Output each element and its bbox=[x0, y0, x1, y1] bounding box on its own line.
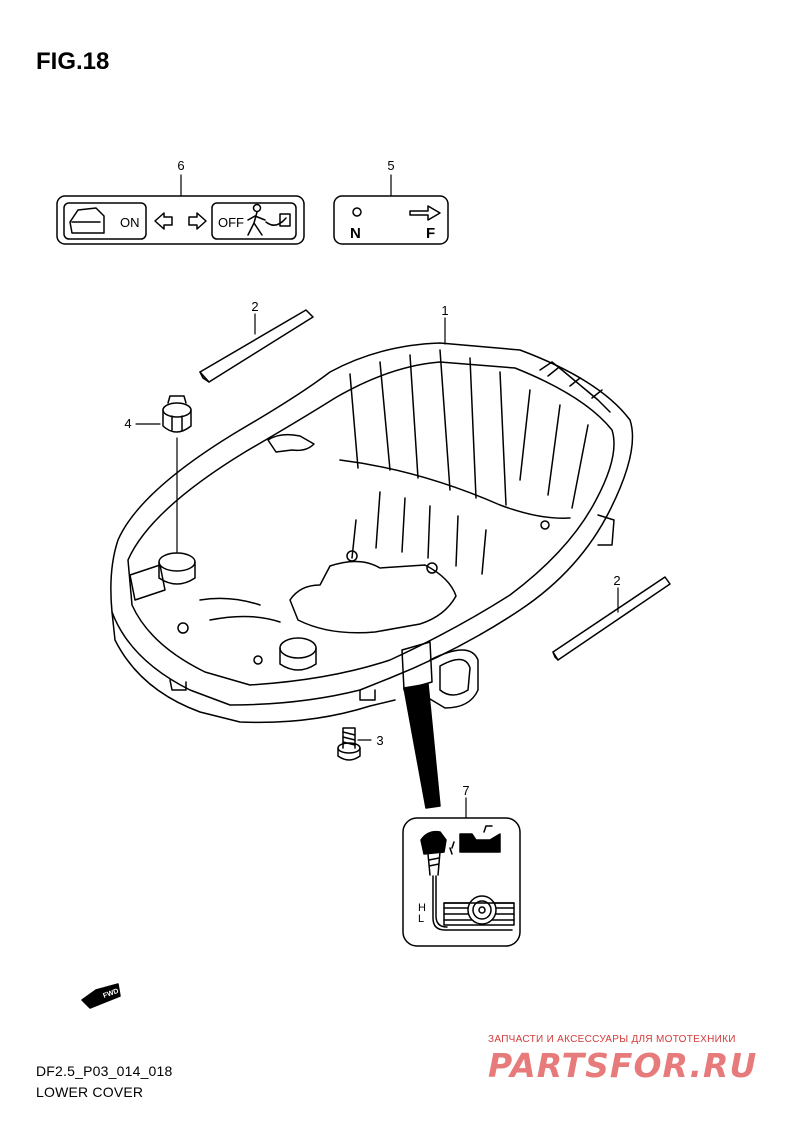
decal-7-oil-level-label bbox=[402, 817, 521, 947]
decal-7-pointer bbox=[403, 683, 441, 809]
double-arrow-icon bbox=[154, 212, 207, 230]
operator-lanyard-icon bbox=[247, 203, 291, 236]
part-2-upper-seal-strip bbox=[199, 309, 314, 383]
callout-1: 1 bbox=[441, 303, 448, 318]
oil-can-icon bbox=[449, 825, 501, 855]
callout-6: 6 bbox=[177, 158, 184, 173]
footer-model-code: DF2.5_P03_014_018 bbox=[36, 1063, 173, 1079]
watermark-logo: PARTSFOR.RU bbox=[488, 1046, 758, 1085]
oil-level-gauge-icon bbox=[443, 895, 515, 926]
arrow-right-icon bbox=[409, 205, 441, 221]
decal-7-l-text: L bbox=[418, 913, 424, 925]
watermark-tagline: ЗАПЧАСТИ И АКСЕССУАРЫ ДЛЯ МОТОТЕХНИКИ bbox=[488, 1034, 736, 1045]
decal-6-stop-switch-label bbox=[56, 195, 305, 245]
part-2-lower-seal-strip bbox=[552, 576, 671, 661]
part-3-bolt bbox=[337, 727, 361, 761]
callout-3: 3 bbox=[376, 733, 383, 748]
fwd-arrow-icon bbox=[81, 983, 121, 1009]
decal-5-n-text: N bbox=[350, 225, 361, 242]
callout-2-lower: 2 bbox=[613, 573, 620, 588]
decal-5-f-text: F bbox=[426, 225, 435, 242]
callout-5: 5 bbox=[387, 158, 394, 173]
switch-knob-icon bbox=[69, 207, 105, 234]
callout-4: 4 bbox=[124, 416, 131, 431]
part-1-lower-cover bbox=[110, 342, 634, 724]
figure-title: FIG.18 bbox=[36, 48, 110, 75]
callout-7: 7 bbox=[462, 783, 469, 798]
decal-7-h-text: H bbox=[418, 902, 426, 914]
footer-part-name: LOWER COVER bbox=[36, 1084, 144, 1100]
callout-2-upper: 2 bbox=[251, 299, 258, 314]
oil-filler-cap-icon bbox=[420, 830, 447, 876]
decal-6-off-text: OFF bbox=[218, 215, 244, 230]
part-4-grommet bbox=[162, 395, 192, 433]
decal-6-on-text: ON bbox=[120, 215, 140, 230]
